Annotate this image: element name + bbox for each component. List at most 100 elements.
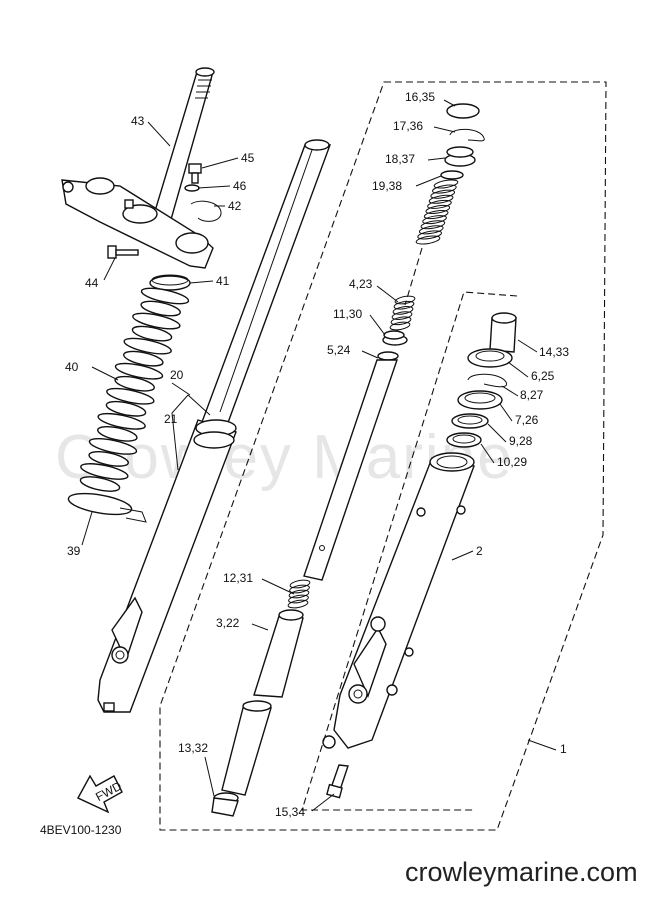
- spring-coil: [423, 210, 449, 220]
- leader-line: [251, 623, 269, 631]
- leader-line: [171, 382, 191, 396]
- boot-fold: [140, 300, 181, 317]
- fork-boot-40: [79, 287, 190, 492]
- callout-42: 42: [228, 199, 242, 213]
- leader-line: [451, 550, 474, 561]
- boot-fold: [106, 387, 155, 405]
- leader-line: [103, 257, 116, 281]
- leader-line: [204, 756, 215, 797]
- boot-fold: [123, 350, 164, 367]
- drawing-code: 4BEV100-1230: [40, 823, 122, 837]
- leader-line: [361, 350, 379, 359]
- boot-fold: [132, 312, 181, 330]
- bracket-line: [187, 394, 211, 416]
- damper-rod-5-24: [303, 351, 399, 581]
- band-39: [67, 492, 147, 523]
- leader-line: [499, 403, 513, 422]
- boot-fold: [88, 437, 138, 455]
- leader-line: [507, 361, 529, 378]
- spring-coil: [418, 225, 444, 235]
- boot-fold: [140, 287, 190, 305]
- leader-line: [443, 99, 456, 107]
- spring-coil: [420, 220, 446, 230]
- callout-43: 43: [131, 114, 145, 128]
- callout-3-22: 3,22: [216, 616, 240, 630]
- boot-fold: [123, 337, 172, 355]
- callout-21: 21: [164, 412, 178, 426]
- leader-line: [501, 385, 519, 397]
- leader-lines: [81, 99, 557, 812]
- oil-seal-6-25: [467, 348, 513, 368]
- callout-44: 44: [85, 276, 99, 290]
- washer-7-26: [457, 390, 503, 410]
- washer-46: [184, 184, 200, 192]
- spring-coil: [390, 316, 412, 326]
- callout-9-28: 9,28: [509, 434, 533, 448]
- boot-fold: [97, 425, 138, 442]
- spring-coil: [428, 194, 454, 204]
- leader-line: [81, 511, 93, 546]
- callout-4-23: 4,23: [349, 277, 373, 291]
- callout-8-27: 8,27: [520, 388, 544, 402]
- clip-8-27: [467, 373, 508, 388]
- boot-fold: [114, 375, 155, 392]
- clamp-42: [190, 200, 222, 222]
- callout-6-25: 6,25: [531, 369, 555, 383]
- callout-5-24: 5,24: [327, 343, 351, 357]
- washer-19-38: [440, 170, 464, 180]
- spring-coil: [427, 199, 452, 209]
- callout-10-29: 10,29: [497, 455, 527, 469]
- callout-46: 46: [233, 179, 247, 193]
- callout-11-30: 11,30: [333, 307, 362, 321]
- fwd-label: FWD: [93, 779, 124, 804]
- callout-20: 20: [170, 368, 184, 382]
- bracket-20-21: [171, 394, 189, 471]
- dust-seal-14-33: [489, 312, 517, 353]
- leader-line: [433, 126, 456, 133]
- boot-fold: [88, 451, 129, 467]
- callout-13-32: 13,32: [178, 741, 208, 755]
- callout-1: 1: [560, 742, 567, 756]
- callout-2: 2: [476, 544, 483, 558]
- bushing-9-28: [451, 413, 489, 429]
- boot-fold: [80, 463, 129, 480]
- callout-17-36: 17,36: [393, 119, 423, 133]
- spring-coil: [289, 584, 310, 594]
- cylinder-13-32: [211, 700, 272, 817]
- callout-7-26: 7,26: [515, 413, 539, 427]
- bushing-10-29: [446, 432, 482, 448]
- leader-line: [201, 157, 239, 169]
- callout-14-33: 14,33: [539, 345, 569, 359]
- cap-16-35: [446, 103, 480, 119]
- spring-coil: [415, 235, 441, 245]
- spring-coil: [425, 204, 451, 214]
- leader-line: [261, 578, 295, 595]
- leader-line: [527, 739, 557, 751]
- spring-coil: [422, 215, 447, 225]
- spring-coil: [288, 589, 310, 599]
- boot-fold: [105, 400, 147, 417]
- callout-45: 45: [241, 151, 255, 165]
- leader-line: [189, 280, 214, 284]
- spring-coil: [417, 230, 442, 240]
- callout-19-38: 19,38: [372, 179, 402, 193]
- fork-spring-4-23: [389, 179, 459, 331]
- leader-line: [415, 175, 442, 187]
- fwd-arrow-icon: FWD: [77, 774, 124, 814]
- leader-line: [480, 443, 495, 464]
- bolt-15-34: [326, 764, 349, 799]
- right-outline: [301, 291, 518, 811]
- spring-coil: [288, 594, 309, 604]
- boot-fold: [79, 476, 121, 492]
- outer-tube-2: [322, 452, 475, 749]
- spring-coil: [392, 306, 414, 315]
- callout-12-31: 12,31: [223, 571, 253, 585]
- leader-line: [369, 314, 386, 336]
- bolt-44: [107, 245, 139, 259]
- under-bracket: [61, 177, 214, 269]
- spring-coil: [289, 579, 311, 589]
- band-41: [149, 274, 191, 291]
- leader-line: [147, 121, 171, 147]
- leader-line: [427, 157, 446, 161]
